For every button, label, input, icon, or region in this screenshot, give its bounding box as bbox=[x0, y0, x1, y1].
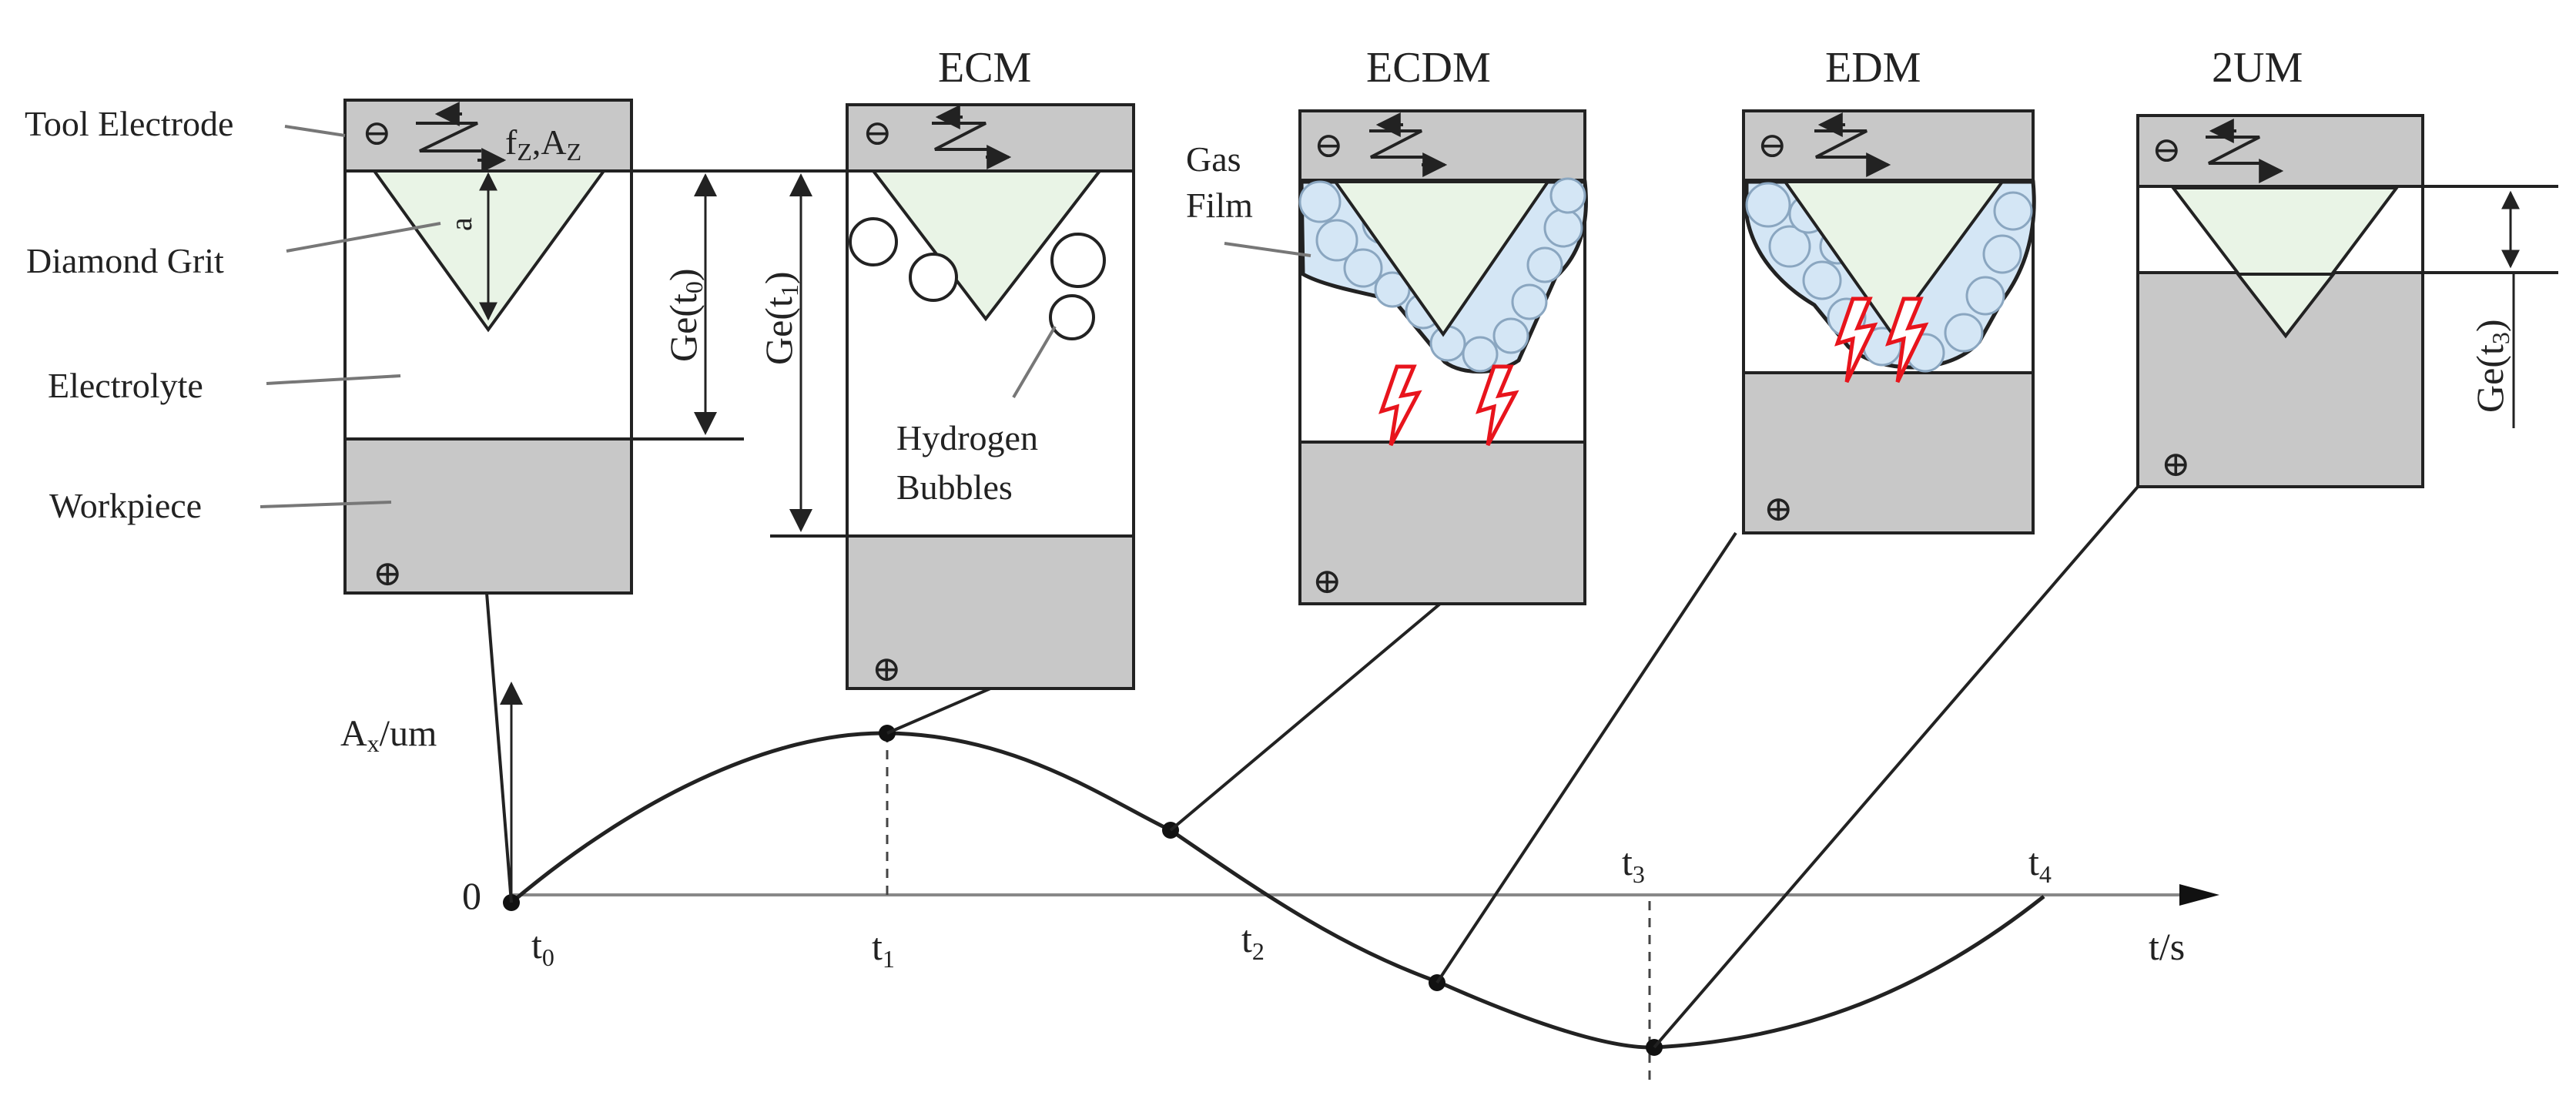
vibration-label: fZ,AZ bbox=[505, 122, 581, 166]
plus-symbol: ⊕ bbox=[2161, 444, 2191, 484]
plus-symbol: ⊕ bbox=[1312, 561, 1342, 601]
workpiece bbox=[1298, 441, 1586, 605]
title-edm: EDM bbox=[1825, 44, 1921, 92]
workpiece bbox=[846, 534, 1135, 690]
workpiece bbox=[343, 437, 633, 595]
x-axis-arrowhead bbox=[2179, 884, 2219, 906]
gap-t0-label: Ge(t0) bbox=[662, 269, 708, 363]
gap-dimensions: Ge(t0) Ge(t1) bbox=[631, 169, 847, 538]
panel-2um: 2UM ⊖ ⊕ Ge(t3) bbox=[2136, 44, 2558, 488]
minus-symbol: ⊖ bbox=[1314, 126, 1344, 165]
title-ecm: ECM bbox=[938, 44, 1031, 92]
gap-t3-label: Ge(t3) bbox=[2468, 320, 2514, 414]
panel-initial: ⊖ fZ,AZ a ⊕ bbox=[343, 99, 633, 595]
minus-symbol: ⊖ bbox=[1757, 126, 1787, 165]
zigzag-arrow-icon bbox=[932, 105, 1012, 169]
panel-edm: EDM ⊖ ⊕ bbox=[1742, 44, 2036, 534]
amplitude-graph: Ax/um 0 t/s t0 t1 t2 t3 t4 bbox=[340, 485, 2219, 1086]
plus-symbol: ⊕ bbox=[872, 649, 902, 689]
tick-t4: t4 bbox=[2028, 840, 2052, 888]
origin-label: 0 bbox=[462, 874, 481, 917]
spark-icon bbox=[1834, 297, 1929, 384]
label-electrolyte: Electrolyte bbox=[48, 366, 203, 405]
diamond-grit bbox=[2169, 186, 2400, 339]
minus-symbol: ⊖ bbox=[2152, 130, 2182, 169]
tick-t3: t3 bbox=[1622, 840, 1645, 888]
diamond-grit-embedded bbox=[2234, 273, 2337, 339]
gas-label-1: Gas bbox=[1186, 139, 1241, 179]
gas-label-2: Film bbox=[1186, 186, 1253, 225]
diamond-grit bbox=[1782, 180, 2005, 336]
zigzag-arrow-icon bbox=[2206, 119, 2284, 183]
y-axis-label: Ax/um bbox=[340, 713, 437, 757]
zigzag-arrow-icon bbox=[416, 102, 507, 173]
left-labels: Tool Electrode Diamond Grit Electrolyte … bbox=[25, 104, 441, 525]
plus-symbol: ⊕ bbox=[1764, 489, 1794, 528]
panel-ecm: ECM ⊖ Hydrogen Bubbles ⊕ bbox=[846, 44, 1135, 690]
hydrogen-label-2: Bubbles bbox=[896, 467, 1013, 507]
workpiece bbox=[1742, 371, 2035, 534]
hydrogen-label-1: Hydrogen bbox=[896, 418, 1038, 457]
label-workpiece: Workpiece bbox=[49, 486, 202, 525]
gap-t1-label: Ge(t1) bbox=[757, 272, 803, 366]
grit-height-label: a bbox=[444, 217, 478, 231]
panel-ecdm: ECDM ⊖ Gas Film ⊕ bbox=[1186, 44, 1588, 605]
spark-icon bbox=[1378, 364, 1519, 447]
title-2um: 2UM bbox=[2212, 44, 2303, 92]
zigzag-arrow-icon bbox=[1814, 112, 1891, 177]
title-ecdm: ECDM bbox=[1366, 44, 1491, 92]
minus-symbol: ⊖ bbox=[362, 113, 392, 152]
diamond-grit bbox=[869, 169, 1104, 322]
tick-t1: t1 bbox=[872, 925, 895, 973]
hydrogen-bubbles bbox=[849, 217, 1106, 340]
x-axis-label: t/s bbox=[2149, 925, 2185, 968]
minus-symbol: ⊖ bbox=[863, 113, 893, 152]
plus-symbol: ⊕ bbox=[373, 554, 403, 593]
label-diamond-grit: Diamond Grit bbox=[26, 241, 224, 280]
label-tool-electrode: Tool Electrode bbox=[25, 104, 233, 143]
leader-lines bbox=[485, 485, 2139, 1049]
diamond-grit bbox=[1332, 180, 1551, 337]
tick-t2: t2 bbox=[1241, 917, 1265, 965]
zigzag-arrow-icon bbox=[1369, 112, 1448, 177]
tick-t0: t0 bbox=[531, 923, 554, 971]
amplitude-curve bbox=[510, 731, 2045, 1050]
